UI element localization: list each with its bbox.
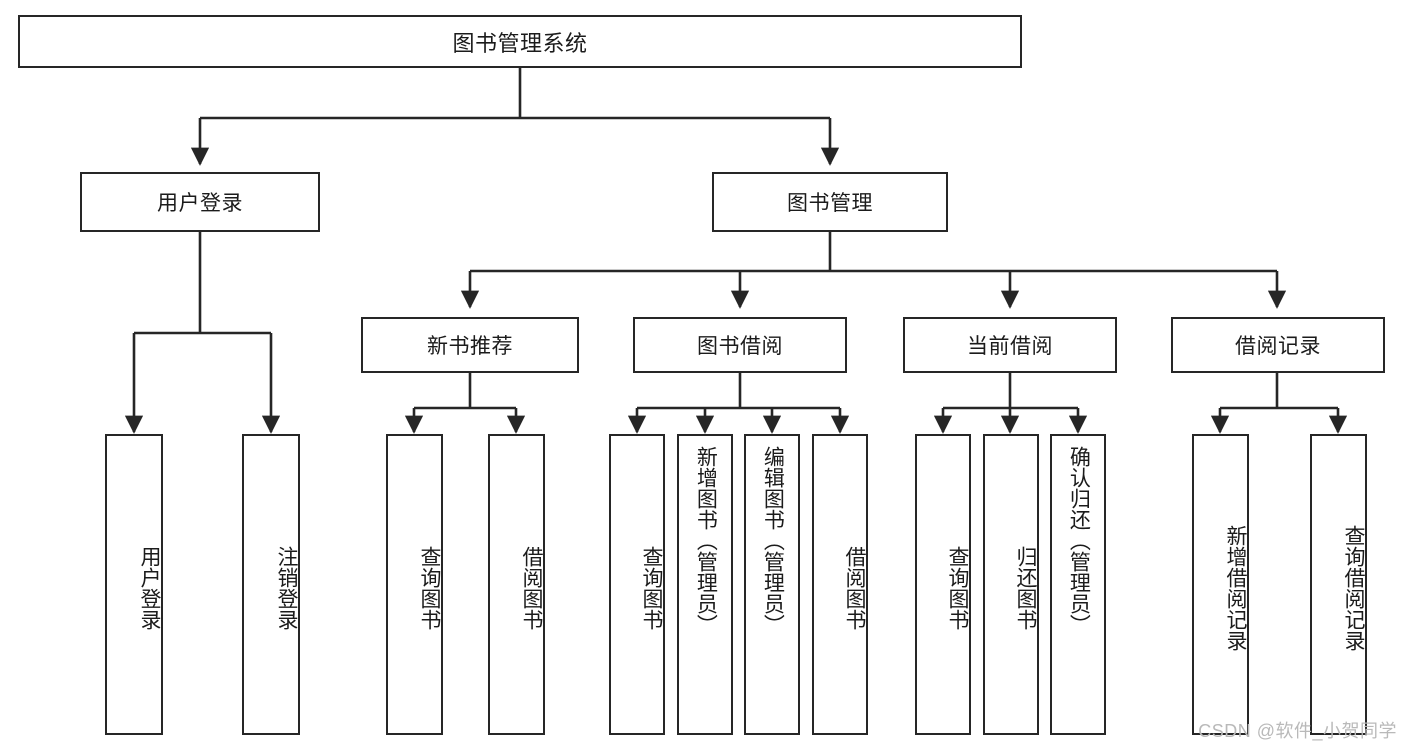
node-borrow-record[interactable]: 借阅记录 <box>1171 317 1385 373</box>
leaf-borrow-borrow-book[interactable]: 借阅图书 <box>812 434 868 735</box>
node-label: 新增图书（管理员） <box>694 446 718 635</box>
node-label: 用户登录 <box>157 192 243 215</box>
node-current-borrow[interactable]: 当前借阅 <box>903 317 1117 373</box>
leaf-current-return-book[interactable]: 归还图书 <box>983 434 1039 735</box>
node-label: 归还图书 <box>1014 545 1037 630</box>
csdn-watermark: CSDN @软件_小贺同学 <box>1198 721 1397 741</box>
leaf-borrow-edit-book-admin[interactable]: 编辑图书（管理员） <box>744 434 800 735</box>
leaf-record-query-borrow-record[interactable]: 查询借阅记录 <box>1310 434 1367 735</box>
node-book-borrow[interactable]: 图书借阅 <box>633 317 847 373</box>
leaf-user-login-signout[interactable]: 注销登录 <box>242 434 300 735</box>
leaf-record-add-borrow-record[interactable]: 新增借阅记录 <box>1192 434 1249 735</box>
leaf-user-login-signin[interactable]: 用户登录 <box>105 434 163 735</box>
node-label: 确认归还（管理员） <box>1067 446 1091 635</box>
node-label: 借阅图书 <box>520 545 543 630</box>
node-label: 图书管理系统 <box>452 30 588 56</box>
node-label: 当前借阅 <box>967 335 1053 358</box>
node-label: 借阅图书 <box>843 545 866 630</box>
node-label: 用户登录 <box>138 545 161 630</box>
node-label: 新书推荐 <box>427 335 513 358</box>
node-label: 借阅记录 <box>1235 335 1321 358</box>
leaf-current-query-book[interactable]: 查询图书 <box>915 434 971 735</box>
leaf-recommend-borrow-book[interactable]: 借阅图书 <box>488 434 545 735</box>
node-label: 查询图书 <box>418 545 441 630</box>
node-root-system[interactable]: 图书管理系统 <box>18 15 1022 68</box>
leaf-borrow-query-book[interactable]: 查询图书 <box>609 434 665 735</box>
node-label: 查询图书 <box>946 545 969 630</box>
node-label: 新增借阅记录 <box>1224 524 1247 651</box>
node-label: 编辑图书（管理员） <box>761 446 785 635</box>
node-label: 查询图书 <box>640 545 663 630</box>
leaf-current-confirm-return-admin[interactable]: 确认归还（管理员） <box>1050 434 1106 735</box>
node-label: 图书借阅 <box>697 335 783 358</box>
node-label: 注销登录 <box>275 545 298 630</box>
node-new-book-recommend[interactable]: 新书推荐 <box>361 317 579 373</box>
leaf-recommend-query-book[interactable]: 查询图书 <box>386 434 443 735</box>
node-user-login[interactable]: 用户登录 <box>80 172 320 232</box>
node-label: 图书管理 <box>787 192 873 215</box>
node-label: 查询借阅记录 <box>1342 524 1365 651</box>
node-book-management[interactable]: 图书管理 <box>712 172 948 232</box>
leaf-borrow-add-book-admin[interactable]: 新增图书（管理员） <box>677 434 733 735</box>
